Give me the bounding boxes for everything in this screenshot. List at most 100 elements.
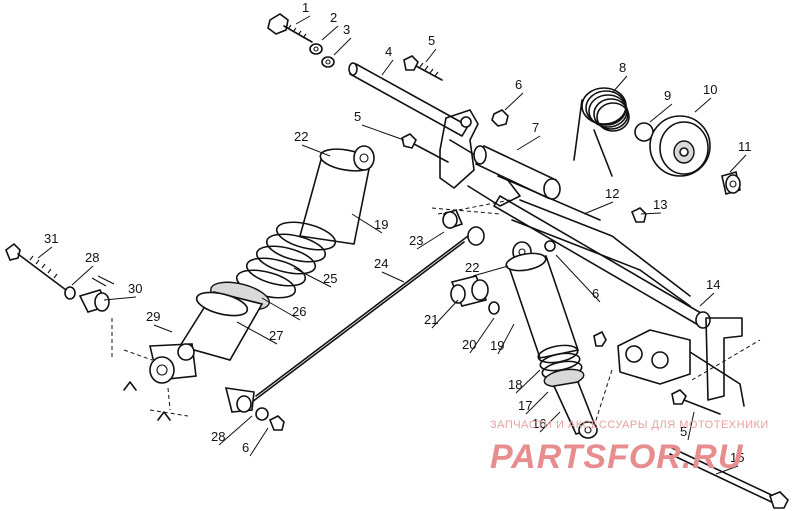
callout-leader-c9 [649, 103, 673, 123]
callout-leader-c22b [472, 265, 509, 277]
callout-leader-c18 [515, 369, 541, 394]
callout-leader-c20 [469, 317, 495, 354]
callout-leader-c31 [37, 246, 53, 259]
callout-c28a: 28 [85, 250, 99, 265]
callout-c26: 26 [292, 304, 306, 319]
callout-leader-c10 [694, 97, 712, 113]
guide-lines-left [111, 318, 153, 361]
callout-c9: 9 [664, 88, 671, 103]
callout-c29: 29 [146, 309, 160, 324]
callout-c11: 11 [738, 139, 752, 154]
bolt-5c [671, 389, 721, 415]
callout-leader-c5c [687, 411, 695, 441]
callout-c17: 17 [518, 398, 532, 413]
callout-leader-c6b [555, 254, 601, 303]
callout-leader-c23 [416, 231, 445, 250]
callout-leader-c7 [516, 135, 541, 151]
callout-leader-c12 [583, 201, 614, 215]
callout-leader-c6c [249, 427, 269, 457]
callout-leader-c15 [715, 465, 739, 475]
callout-c16: 16 [532, 416, 546, 431]
callout-leader-c6a [504, 92, 524, 111]
callout-leader-c13 [640, 212, 662, 215]
callout-c6a: 6 [515, 77, 522, 92]
callout-leader-c27 [236, 321, 278, 345]
callout-c27: 27 [269, 328, 283, 343]
rear-mount-bracket [595, 317, 761, 421]
callout-c2: 2 [330, 10, 337, 25]
callout-c4: 4 [385, 44, 392, 59]
callout-c6c: 6 [242, 440, 249, 455]
callout-c6b: 6 [592, 286, 599, 301]
callout-c14: 14 [706, 277, 720, 292]
callout-c18: 18 [508, 377, 522, 392]
callout-c15: 15 [730, 450, 744, 465]
bushing-21 [450, 275, 489, 307]
callout-c20: 20 [462, 337, 476, 352]
front-shock-absorber [149, 145, 375, 384]
callout-leader-c30 [103, 296, 137, 301]
callout-leader-c17 [525, 391, 549, 415]
bolt-5a [403, 55, 443, 81]
washer-20 [488, 301, 500, 315]
pin-4 [348, 62, 469, 137]
callout-c13: 13 [653, 197, 667, 212]
callout-leader-c24 [381, 271, 405, 283]
washer-28b [255, 407, 269, 421]
callout-c10: 10 [703, 82, 717, 97]
spacer-11 [721, 170, 741, 196]
tie-rod-24 [224, 226, 485, 413]
callout-c19a: 19 [374, 217, 388, 232]
watermark-tagline: ЗАПЧАСТИ И АКСЕССУАРЫ ДЛЯ МОТОТЕХНИКИ [490, 419, 769, 431]
torsion-spring-8 [573, 87, 630, 177]
washer-3 [321, 56, 335, 68]
bolt-5b [401, 133, 449, 163]
callout-c12: 12 [605, 186, 619, 201]
callout-leader-c21 [431, 299, 459, 329]
callout-leader-c8 [612, 75, 628, 93]
callout-c28b: 28 [211, 429, 225, 444]
bushing-23 [442, 209, 464, 229]
callout-leader-c3 [333, 37, 352, 56]
callout-c5c: 5 [680, 424, 687, 439]
bolt-31 [5, 242, 67, 291]
nut-6a [491, 109, 509, 127]
callout-leader-c28a [71, 265, 94, 286]
callout-c1: 1 [302, 0, 309, 15]
callout-c7: 7 [532, 120, 539, 135]
washer-28a [64, 286, 76, 300]
watermark: ЗАПЧАСТИ И АКСЕССУАРЫ ДЛЯ МОТОТЕХНИКИ PA… [490, 419, 769, 476]
callout-c30: 30 [128, 281, 142, 296]
rear-shock-absorber [505, 240, 598, 439]
callout-c21: 21 [424, 312, 438, 327]
callout-leader-c19b [497, 323, 515, 355]
callout-leader-c5b [361, 124, 405, 141]
callout-leader-c28b [218, 415, 253, 446]
callout-c5a: 5 [428, 33, 435, 48]
long-bolt-15 [669, 447, 789, 509]
callout-leader-c11 [729, 154, 747, 173]
callout-leader-c1 [295, 15, 311, 25]
callout-leader-c14 [699, 292, 715, 307]
callout-leader-c16 [539, 411, 561, 433]
callout-c24: 24 [374, 256, 388, 271]
callout-c8: 8 [619, 60, 626, 75]
callout-leader-c19a [351, 213, 383, 234]
callout-c5b: 5 [354, 109, 361, 124]
callout-leader-c26 [261, 297, 301, 321]
nut-13 [630, 207, 647, 223]
watermark-logo-text: PARTSFOR.RU [490, 438, 744, 476]
tube-7 [473, 144, 561, 200]
bushing-30 [78, 289, 110, 313]
bolt-1 [267, 13, 313, 43]
callout-leader-c25 [293, 267, 332, 288]
callout-c25: 25 [323, 271, 337, 286]
callout-c3: 3 [343, 22, 350, 37]
callout-c19b: 19 [490, 338, 504, 353]
washer-2 [309, 43, 323, 55]
callout-leader-c29 [153, 324, 173, 333]
callout-c22a: 22 [294, 129, 308, 144]
